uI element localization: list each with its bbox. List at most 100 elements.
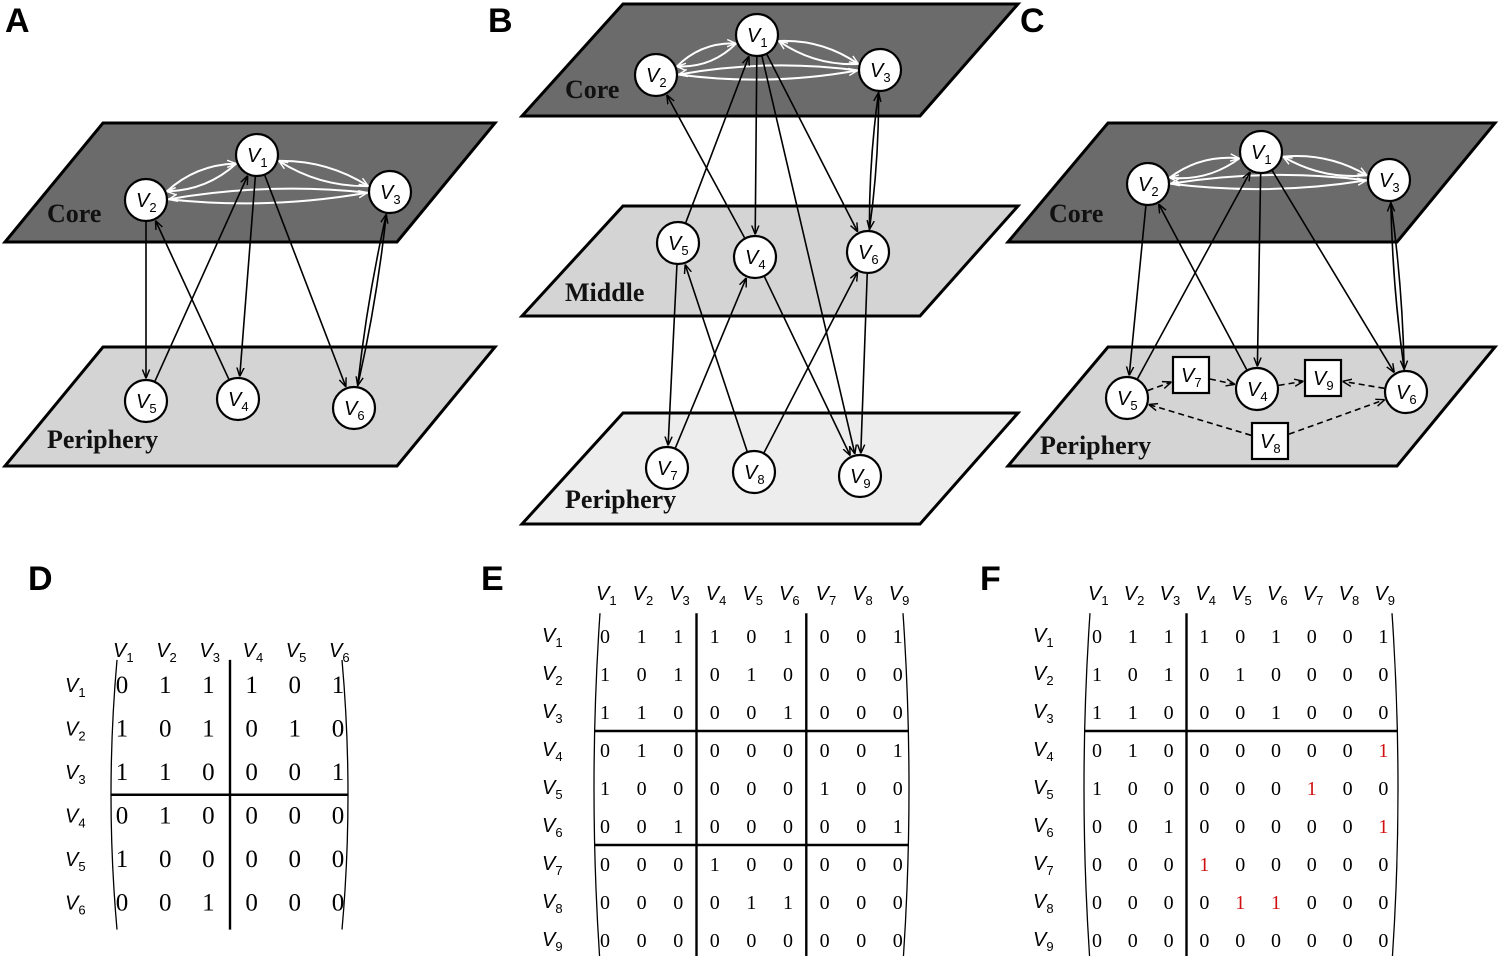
matrix-cell: 0 [289, 890, 302, 917]
matrix-cell: 0 [289, 672, 302, 699]
edge-v1-to-v6 [264, 175, 346, 387]
matrix-cell: 0 [1307, 740, 1317, 762]
matrix-cell: 1 [637, 702, 647, 724]
matrix-cell: 0 [159, 716, 172, 743]
matrix-cell: 0 [600, 854, 610, 876]
matrix-cell: 0 [332, 716, 345, 743]
matrix-cell: 0 [1164, 740, 1174, 762]
column-header: V3 [199, 640, 220, 665]
row-header: V8 [1033, 891, 1054, 916]
matrix-cell: 0 [1343, 854, 1353, 876]
edge-v6-to-v3 [868, 93, 878, 231]
panel-letter: E [481, 560, 504, 598]
node-circle [1366, 157, 1412, 203]
panel-letter: A [5, 2, 30, 40]
node-circle [1383, 369, 1429, 415]
column-header: V1 [1088, 583, 1109, 608]
node-circle [845, 229, 891, 275]
edges [667, 41, 879, 455]
left-bracket [1083, 613, 1091, 956]
matrix-cell: 0 [245, 890, 258, 917]
matrix-cell: 0 [893, 778, 903, 800]
node-circle [731, 449, 777, 495]
matrix-cell: 1 [159, 803, 172, 830]
matrix-cell: 0 [1271, 740, 1281, 762]
column-header: V7 [1303, 583, 1324, 608]
matrix-cell: 0 [783, 816, 793, 838]
matrix-cell: 1 [746, 892, 756, 914]
matrix-cell: 0 [1343, 930, 1353, 952]
matrix-cell: 0 [116, 890, 129, 917]
matrix-cell: 1 [159, 672, 172, 699]
matrix-cell: 0 [746, 702, 756, 724]
edge-v3-to-v1 [779, 41, 859, 66]
matrix-cell: 1 [783, 702, 793, 724]
edges [1129, 156, 1404, 437]
matrix-cell: 1 [1092, 778, 1102, 800]
node-v8: V8 [731, 449, 777, 495]
node-v9: V9 [837, 453, 883, 499]
edge-v6-to-v3 [356, 215, 387, 387]
matrix-cell: 0 [673, 778, 683, 800]
matrix-cell: 0 [673, 740, 683, 762]
matrix-cell: 0 [710, 740, 720, 762]
column-header: V3 [1160, 583, 1181, 608]
edge-v5-to-v1 [154, 176, 247, 382]
row-header: V5 [1033, 777, 1054, 802]
layer-core-plane [1, 121, 499, 244]
matrix-cell: 0 [637, 892, 647, 914]
matrix-cell: 1 [820, 778, 830, 800]
matrix-cell: 0 [1378, 778, 1388, 800]
row-header: V6 [1033, 815, 1054, 840]
matrix-cell: 0 [1092, 892, 1102, 914]
matrix-cell: 0 [1343, 702, 1353, 724]
row-header: V7 [542, 853, 563, 878]
matrix-cell: 1 [116, 759, 129, 786]
row-header: V7 [1033, 853, 1054, 878]
matrix-cell: 0 [289, 846, 302, 873]
matrix-cell: 0 [600, 816, 610, 838]
matrix-cell: 0 [673, 892, 683, 914]
row-header: V6 [542, 815, 563, 840]
node-circle [215, 376, 261, 422]
node-v6: V6 [331, 385, 377, 431]
matrix-cell: 0 [1307, 816, 1317, 838]
edge-v1-to-v4 [240, 176, 257, 376]
matrix-cell: 0 [746, 816, 756, 838]
matrix-cell: 0 [1378, 930, 1388, 952]
row-header: V5 [65, 849, 86, 874]
node-v2: V2 [1125, 161, 1171, 207]
node-circle [732, 234, 778, 280]
right-bracket [902, 613, 910, 956]
row-header: V9 [1033, 929, 1054, 954]
matrix-cell: 1 [600, 664, 610, 686]
panel-letter: D [28, 560, 53, 598]
matrix-cell: 0 [856, 816, 866, 838]
edge-v3-to-v6 [870, 91, 880, 229]
column-header: V3 [669, 583, 690, 608]
matrix-cell: 1 [1235, 664, 1245, 686]
matrix-cell: 1 [1378, 626, 1388, 648]
node-circle [123, 177, 169, 223]
matrix-cell: 1 [783, 892, 793, 914]
row-header: V6 [65, 893, 86, 918]
matrix-cell: 1 [673, 626, 683, 648]
matrix-cell: 0 [332, 890, 345, 917]
matrix-cell: 0 [820, 664, 830, 686]
node-square [1171, 355, 1211, 395]
column-header: V9 [889, 583, 910, 608]
layer-label: Periphery [1040, 431, 1151, 460]
matrix-cell: 1 [1092, 664, 1102, 686]
matrix-cell: 0 [1199, 892, 1209, 914]
matrix-cell: 0 [245, 846, 258, 873]
matrix-cell: 0 [1378, 892, 1388, 914]
matrix-cell: 1 [159, 759, 172, 786]
column-header: V2 [156, 640, 177, 665]
edge-v1-to-v9 [761, 56, 855, 453]
node-circle [1125, 161, 1171, 207]
matrix-cell: 1 [637, 740, 647, 762]
